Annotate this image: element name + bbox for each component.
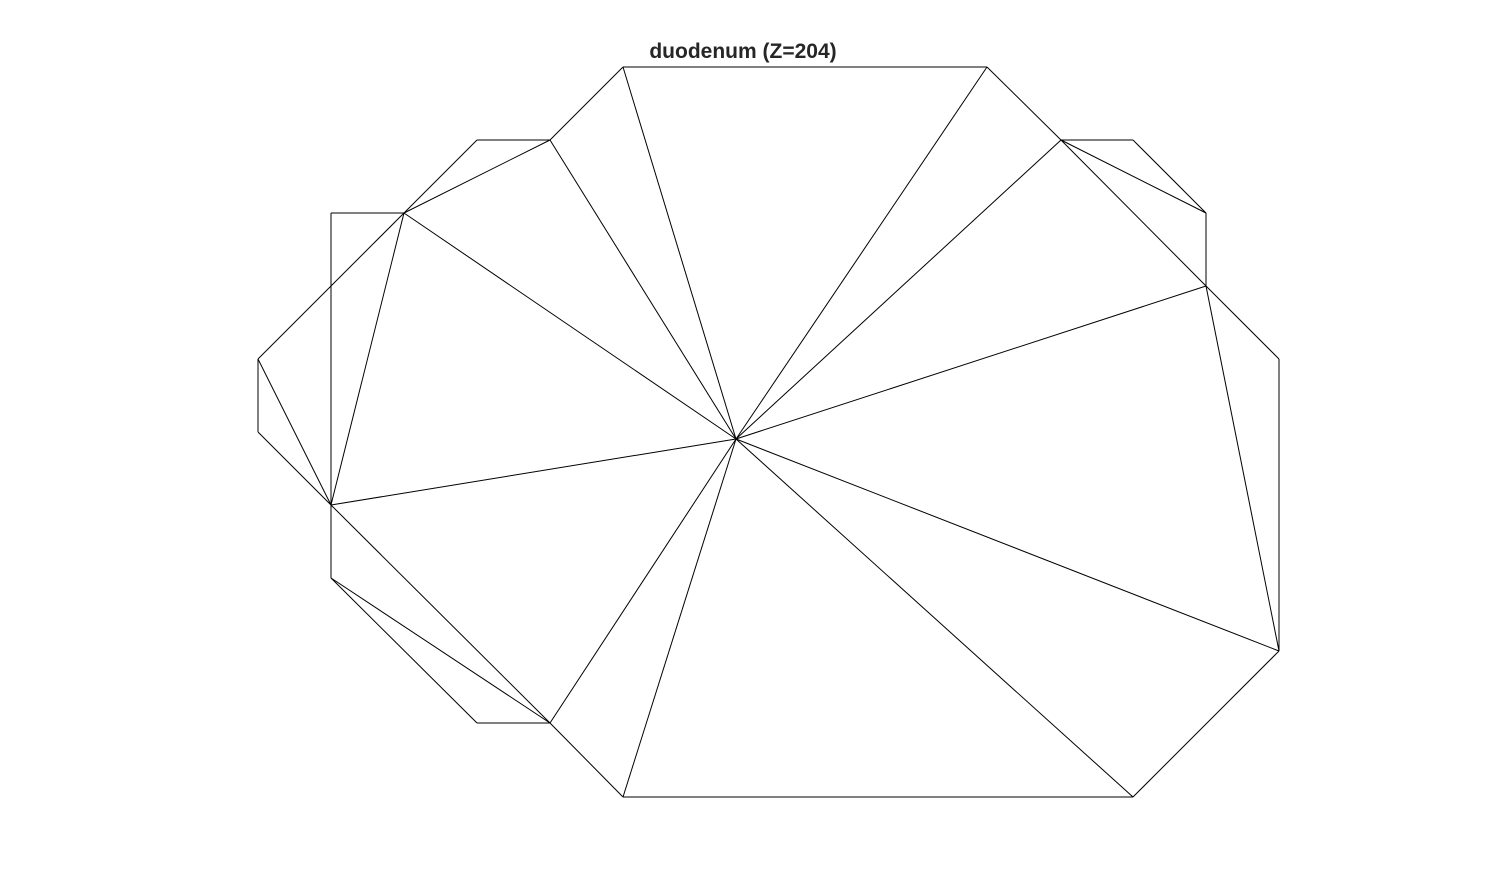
- mesh-edge-r1-r4: [1060, 139, 1207, 287]
- plot-title: duodenum (Z=204): [649, 40, 837, 63]
- mesh-edge-r4-r5: [1205, 285, 1280, 360]
- mesh-edge-c-b1: [735, 438, 1134, 798]
- mesh-edge-r2-r3: [1132, 139, 1207, 214]
- mesh-edge-c-b3: [549, 438, 737, 724]
- mesh-edge-c-t2: [735, 66, 988, 440]
- mesh-edge-c-r4: [735, 285, 1207, 440]
- mesh-edge-l4-l5: [257, 285, 332, 360]
- mesh-edge-b2-b3: [549, 722, 624, 798]
- mesh-edge-c-l7: [403, 212, 737, 440]
- mesh-edge-b4-l1: [330, 577, 478, 724]
- mesh-edge-u2-t1: [549, 66, 624, 141]
- mesh-edge-l2-l7: [330, 212, 405, 506]
- mesh-edge-c-l2: [330, 438, 737, 506]
- mesh-edge-t2-r1: [986, 66, 1062, 141]
- mesh-edge-l2-b3: [330, 504, 551, 724]
- mesh-edge-r4-r6: [1205, 285, 1280, 652]
- mesh-edge-c-b2: [622, 438, 737, 798]
- mesh-edge-l4-l2: [257, 358, 332, 506]
- mesh-edge-l7-u2: [403, 139, 551, 214]
- mesh-edge-c-u2: [549, 139, 737, 440]
- mesh-edge-c-r6: [735, 438, 1280, 652]
- mesh-edge-r6-b1: [1132, 650, 1280, 798]
- mesh-edge-r1-r3: [1060, 139, 1207, 214]
- mesh-edge-l5-l7: [330, 212, 405, 287]
- mesh-edge-l7-u1: [403, 139, 478, 214]
- mesh-edge-c-t1: [622, 66, 737, 440]
- mesh-edge-l1-b3: [330, 577, 551, 724]
- mesh-edge-c-r1: [735, 139, 1062, 440]
- mesh-edge-l2-l3: [257, 431, 332, 506]
